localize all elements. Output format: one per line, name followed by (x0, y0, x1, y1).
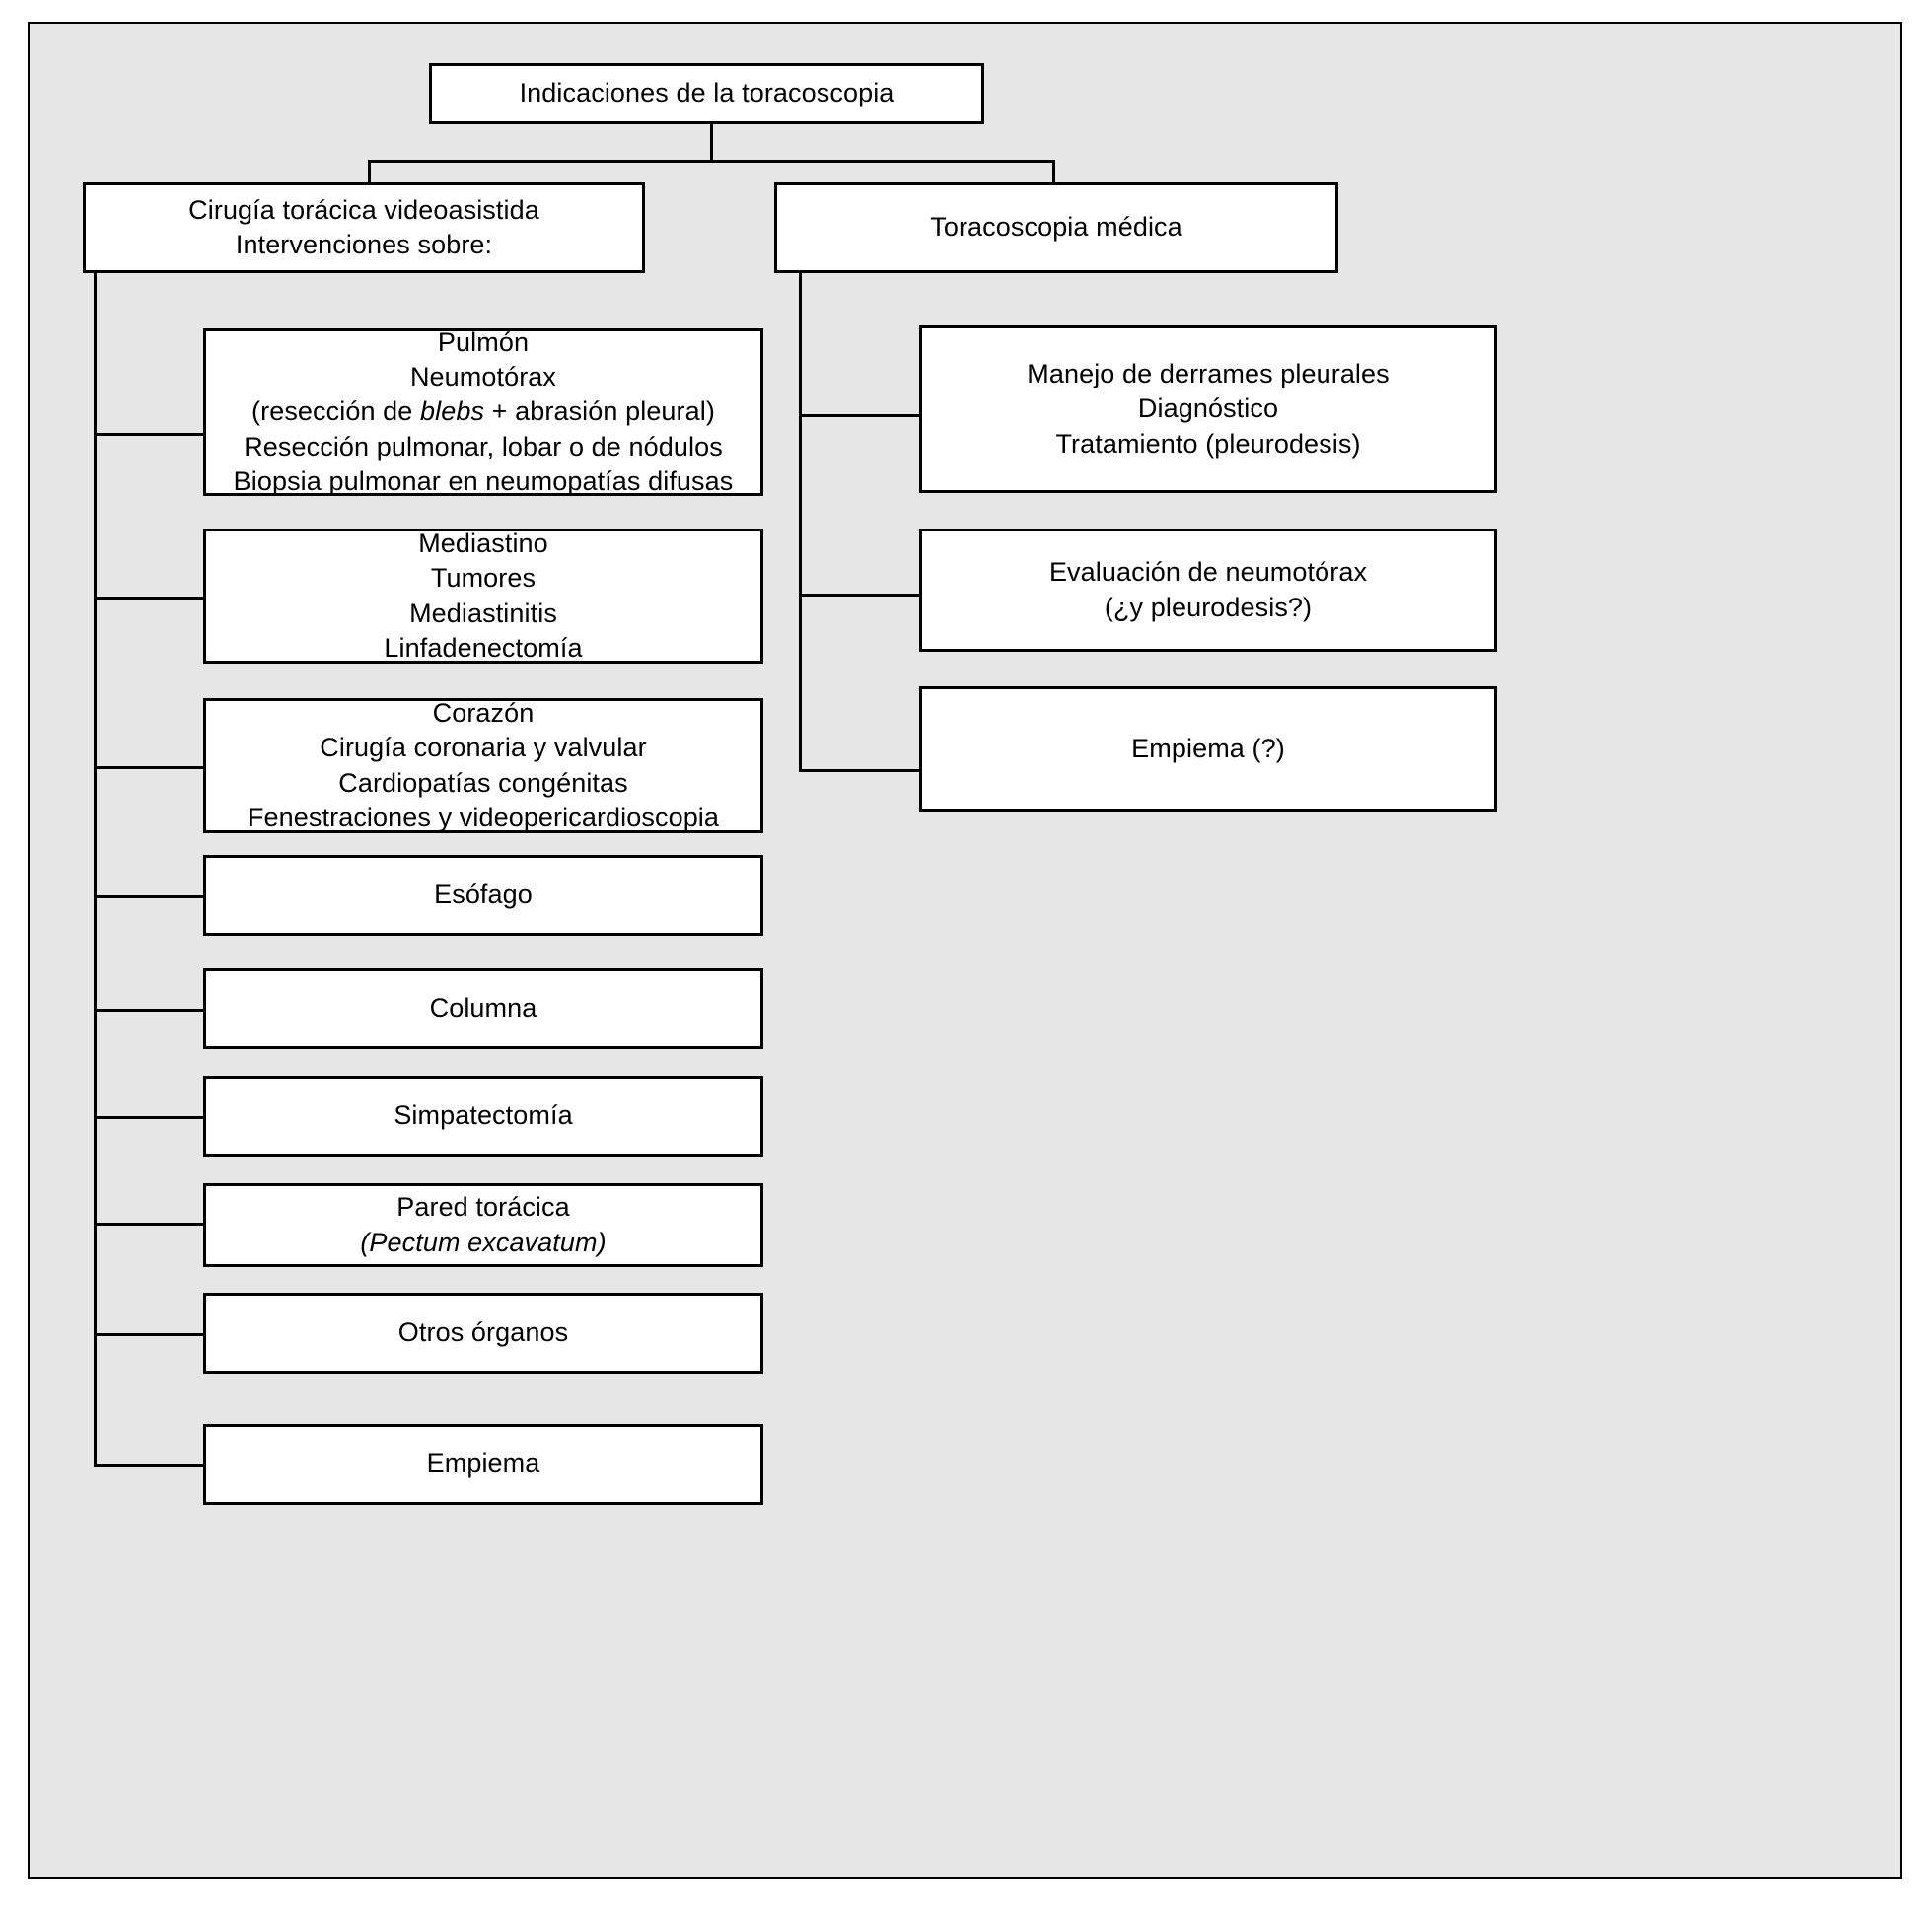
node-derrames-line-0: Manejo de derrames pleurales (1027, 359, 1390, 389)
node-pulmon-line-2-head: (resección de (251, 396, 421, 427)
node-empiema-line-0: Empiema (426, 1448, 540, 1479)
node-pulmon-line-2-italic: blebs (420, 396, 485, 427)
node-empiema-medica-line-0: Empiema (?) (1131, 733, 1285, 763)
connector-stub-simpatectomia (94, 1116, 203, 1119)
node-pared-toracica-line-1: (Pectum excavatum) (360, 1227, 607, 1257)
node-pulmon-line-0: Pulmón (437, 327, 530, 358)
connector-stub-empiema-med (799, 769, 919, 772)
connector-root-to-medical (1052, 160, 1055, 184)
node-derrames-line-2: Tratamiento (pleurodesis) (1055, 428, 1361, 459)
node-mediastino-line-0: Mediastino (418, 529, 548, 559)
connector-stub-otros (94, 1333, 203, 1336)
node-esofago-line-0: Esófago (434, 880, 533, 910)
node-derrames-pleurales[interactable]: Manejo de derrames pleurales Diagnóstico… (919, 325, 1497, 493)
node-simpatectomia-line-0: Simpatectomía (394, 1100, 573, 1131)
node-otros-organos[interactable]: Otros órganos (203, 1293, 763, 1374)
connector-stub-derrames (799, 414, 919, 417)
node-mediastino-line-3: Linfadenectomía (384, 632, 583, 663)
node-pulmon-line-4: Biopsia pulmonar en neumopatías difusas (233, 465, 734, 496)
node-corazon-line-2: Cardiopatías congénitas (338, 767, 628, 798)
node-corazon[interactable]: Corazón Cirugía coronaria y valvular Car… (203, 698, 763, 833)
node-corazon-line-1: Cirugía coronaria y valvular (320, 733, 647, 763)
node-empiema[interactable]: Empiema (203, 1424, 763, 1505)
connector-vats-spine (94, 273, 97, 1467)
node-corazon-line-3: Fenestraciones y videopericardioscopia (247, 802, 720, 832)
node-mediastino-line-2: Mediastinitis (409, 598, 557, 628)
connector-root-horizontal (368, 160, 1055, 163)
node-title[interactable]: Indicaciones de la toracoscopia (429, 63, 984, 124)
node-columna[interactable]: Columna (203, 968, 763, 1049)
node-branch-vats-line2: Intervenciones sobre: (235, 230, 493, 259)
node-pared-toracica[interactable]: Pared torácica (Pectum excavatum) (203, 1183, 763, 1267)
node-mediastino-line-1: Tumores (430, 563, 537, 594)
node-branch-medical-line1: Toracoscopia médica (930, 212, 1182, 243)
connector-stub-pulmon (94, 433, 203, 436)
node-corazon-line-0: Corazón (432, 698, 535, 729)
diagram-panel: Indicaciones de la toracoscopia Cirugía … (28, 22, 1902, 1879)
node-pulmon-line-2-tail: + abrasión pleural) (484, 396, 715, 427)
node-evaluacion-neumotorax[interactable]: Evaluación de neumotórax (¿y pleurodesis… (919, 529, 1497, 652)
node-neumotorax-line-1: (¿y pleurodesis?) (1104, 592, 1313, 622)
connector-stub-mediastino (94, 597, 203, 600)
connector-root-stem (710, 123, 713, 162)
node-esofago[interactable]: Esófago (203, 855, 763, 936)
node-empiema-medica[interactable]: Empiema (?) (919, 686, 1497, 812)
node-pulmon-line-2: (resección de blebs + abrasión pleural) (251, 394, 715, 429)
node-simpatectomia[interactable]: Simpatectomía (203, 1076, 763, 1157)
node-pulmon-line-1: Neumotórax (409, 362, 557, 392)
node-title-label: Indicaciones de la toracoscopia (519, 78, 894, 108)
connector-stub-neumotorax (799, 594, 919, 597)
node-pared-toracica-line-0: Pared torácica (396, 1192, 570, 1223)
node-branch-medical[interactable]: Toracoscopia médica (774, 182, 1338, 273)
connector-stub-pared (94, 1223, 203, 1226)
node-branch-vats-line1: Cirugía torácica videoasistida (188, 194, 539, 225)
node-columna-line-0: Columna (429, 993, 537, 1024)
connector-medical-spine (799, 273, 802, 772)
connector-stub-columna (94, 1009, 203, 1012)
connector-root-to-vats (368, 160, 371, 184)
connector-stub-empiema (94, 1464, 203, 1467)
node-pulmon-line-3: Resección pulmonar, lobar o de nódulos (244, 431, 723, 461)
connector-stub-esofago (94, 895, 203, 898)
node-mediastino[interactable]: Mediastino Tumores Mediastinitis Linfade… (203, 529, 763, 664)
node-branch-vats[interactable]: Cirugía torácica videoasistida Intervenc… (83, 182, 645, 273)
node-neumotorax-line-0: Evaluación de neumotórax (1048, 557, 1368, 588)
node-otros-organos-line-0: Otros órganos (397, 1317, 569, 1348)
node-derrames-line-1: Diagnóstico (1137, 393, 1279, 424)
connector-stub-corazon (94, 766, 203, 769)
node-pulmon[interactable]: Pulmón Neumotórax (resección de blebs + … (203, 327, 763, 496)
